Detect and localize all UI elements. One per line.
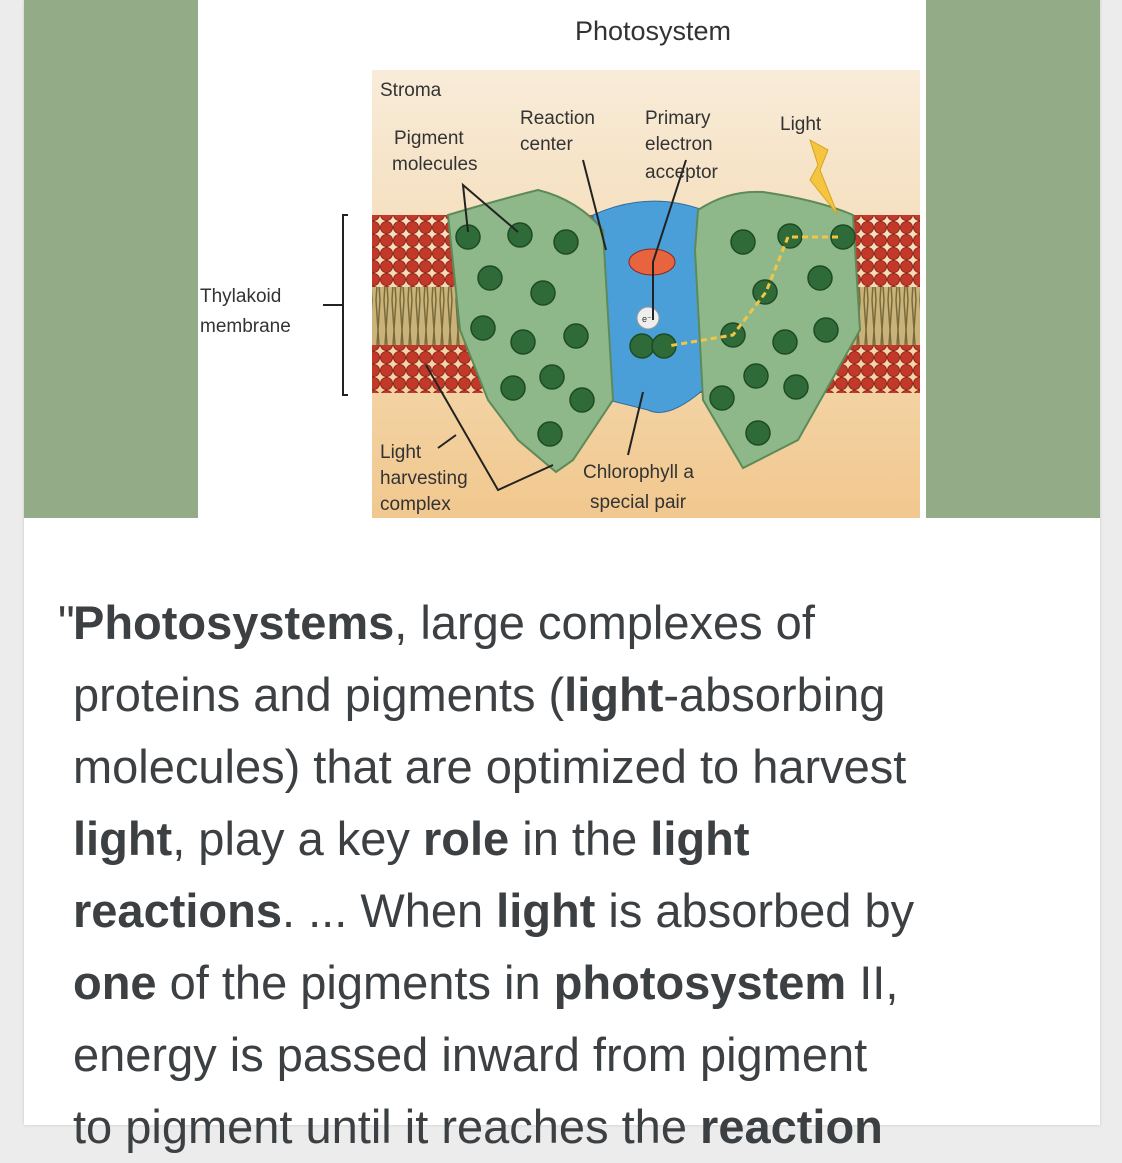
label-leader-lines xyxy=(323,159,687,492)
label-harvesting: harvesting xyxy=(380,468,468,489)
label-lhc-light: Light xyxy=(380,442,422,463)
snippet-line: molecules) that are optimized to harvest xyxy=(73,731,914,803)
highlight: light xyxy=(564,668,664,721)
text: II, xyxy=(846,956,899,1009)
label-molecules: molecules xyxy=(392,154,478,175)
light-harvesting-complex-right xyxy=(693,190,862,470)
label-special-pair: special pair xyxy=(590,492,687,513)
text: in the xyxy=(509,812,651,865)
highlight: light xyxy=(496,884,596,937)
photosystem-diagram: e⁻ Photosystem Stroma Pigment molecules … xyxy=(198,0,926,518)
lightning-icon xyxy=(809,138,839,216)
snippet-line: light, play a key role in the light xyxy=(73,803,914,875)
highlight: light xyxy=(650,812,750,865)
label-membrane: membrane xyxy=(200,316,291,337)
open-quote: " xyxy=(58,596,75,649)
highlight: one xyxy=(73,956,157,1009)
text: energy is passed inward from pigment xyxy=(73,1028,868,1081)
energy-transfer-path xyxy=(667,235,838,348)
label-electron: electron xyxy=(645,134,713,155)
snippet-line: reactions. ... When light is absorbed by xyxy=(73,875,914,947)
text: , large complexes of xyxy=(394,596,815,649)
text: -absorbing xyxy=(663,668,886,721)
highlight: Photosystems xyxy=(73,596,395,649)
text: to pigment until it reaches the xyxy=(73,1100,701,1153)
snippet-image-panel[interactable]: e⁻ Photosystem Stroma Pigment molecules … xyxy=(24,0,1100,518)
pigment-molecules xyxy=(455,222,856,447)
highlight: reaction xyxy=(700,1100,883,1153)
label-pigment: Pigment xyxy=(394,128,464,149)
electron-label: e⁻ xyxy=(642,314,652,324)
diagram-labels: Stroma Pigment molecules Reaction center… xyxy=(200,80,822,515)
snippet-line: energy is passed inward from pigment xyxy=(73,1019,914,1091)
highlight: reactions xyxy=(73,884,282,937)
text: of the pigments in xyxy=(156,956,554,1009)
snippet-line: one of the pigments in photosystem II, xyxy=(73,947,914,1019)
label-chlorophyll: Chlorophyll a xyxy=(583,462,694,483)
snippet-line: to pigment until it reaches the reaction xyxy=(73,1091,914,1163)
highlight: role xyxy=(422,812,510,865)
text: is absorbed by xyxy=(595,884,915,937)
label-thylakoid: Thylakoid xyxy=(200,286,281,307)
highlight: light xyxy=(73,812,173,865)
diagram-title: Photosystem xyxy=(575,16,731,46)
snippet-line: proteins and pigments (light-absorbing xyxy=(73,659,914,731)
text: proteins and pigments ( xyxy=(73,668,565,721)
text: , play a key xyxy=(172,812,423,865)
label-center: center xyxy=(520,134,573,155)
label-complex: complex xyxy=(380,494,451,515)
highlight: photosystem xyxy=(553,956,847,1009)
text: . ... When xyxy=(281,884,497,937)
snippet-text: "Photosystems, large complexes of protei… xyxy=(58,587,914,1163)
text: molecules) that are optimized to harvest xyxy=(73,740,907,793)
label-acceptor: acceptor xyxy=(645,162,719,183)
snippet-line: "Photosystems, large complexes of xyxy=(58,587,914,659)
label-light: Light xyxy=(780,114,822,135)
label-reaction: Reaction xyxy=(520,108,595,129)
label-stroma: Stroma xyxy=(380,80,442,101)
label-primary: Primary xyxy=(645,108,711,129)
featured-snippet-card: e⁻ Photosystem Stroma Pigment molecules … xyxy=(24,0,1100,1153)
